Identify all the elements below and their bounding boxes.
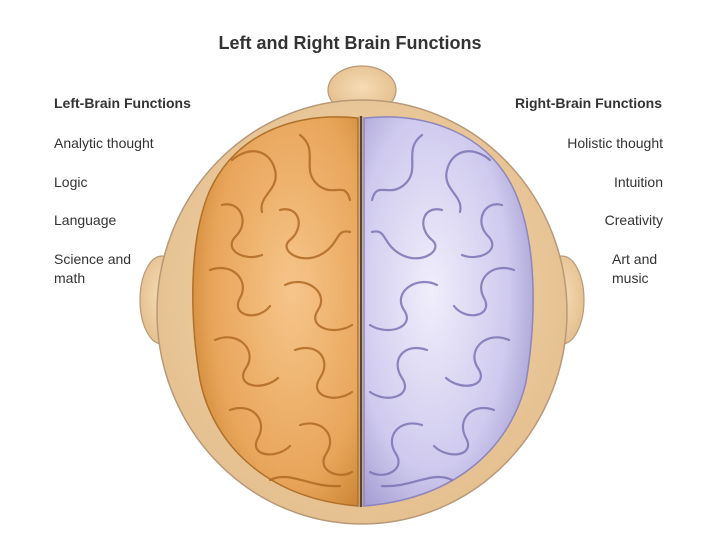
left-item-language: Language <box>54 212 117 228</box>
left-item-analytic: Analytic thought <box>54 135 154 151</box>
right-gyri <box>368 133 516 488</box>
page-title: Left and Right Brain Functions <box>218 33 482 53</box>
left-item-logic: Logic <box>54 174 88 190</box>
left-brain-heading: Left-Brain Functions <box>54 95 191 111</box>
right-brain-heading: Right-Brain Functions <box>515 95 662 111</box>
right-item-intuition: Intuition <box>613 174 663 190</box>
right-item-creativity: Creativity <box>604 212 663 228</box>
right-item-holistic: Holistic thought <box>567 135 663 151</box>
left-item-science: Science and math <box>54 251 132 286</box>
right-item-art: Art and music <box>612 251 658 286</box>
left-gyri <box>208 133 354 488</box>
